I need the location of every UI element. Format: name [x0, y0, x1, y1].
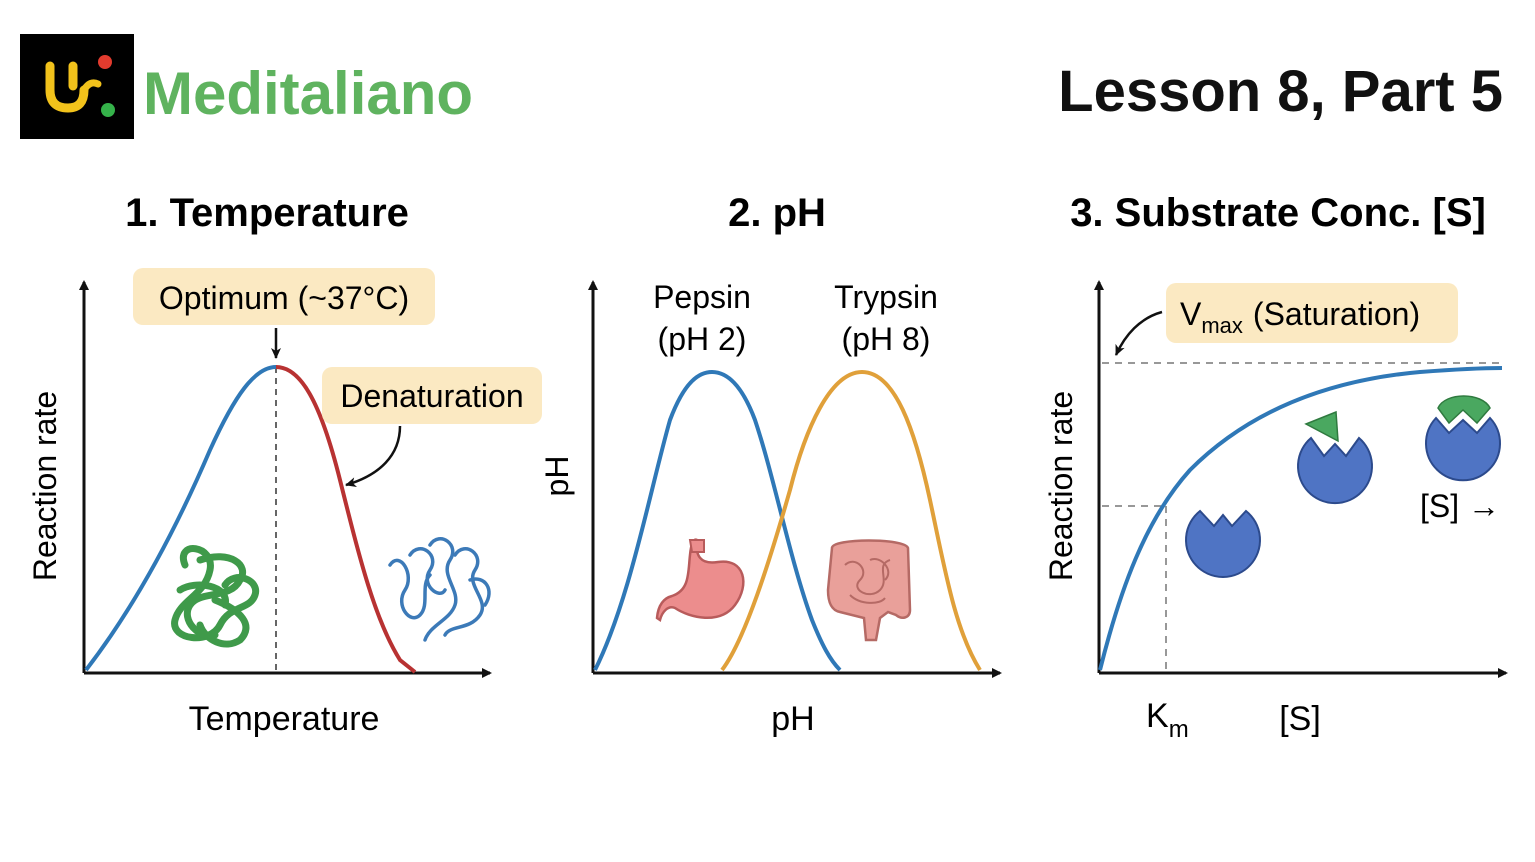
temperature-title: 1. Temperature: [125, 191, 409, 235]
temperature-x-label: Temperature: [189, 700, 380, 738]
enzyme-empty-icon: [1185, 509, 1261, 578]
unfolded-protein-icon: [388, 537, 491, 642]
logo[interactable]: [20, 34, 134, 139]
intestine-icon: [826, 539, 912, 642]
pepsin-ph: (pH 2): [658, 321, 747, 357]
trypsin-curve: [720, 369, 982, 672]
optimum-label: Optimum (~37°C): [159, 280, 409, 316]
km-main: K: [1146, 697, 1169, 735]
vmax-arrow: [1114, 310, 1163, 356]
vmax-label-box: Vmax (Saturation): [1166, 283, 1458, 343]
denaturation-label-box: Denaturation: [322, 367, 542, 424]
substrate-title: 3. Substrate Conc. [S]: [1070, 191, 1486, 235]
vmax-label: Vmax (Saturation): [1180, 296, 1420, 338]
stethoscope-icon: [45, 55, 115, 117]
ph-x-label: pH: [771, 700, 814, 738]
optimum-label-box: Optimum (~37°C): [133, 268, 435, 325]
denaturation-label: Denaturation: [340, 378, 523, 414]
trypsin-ph: (pH 8): [842, 321, 931, 357]
pepsin-name: Pepsin: [653, 279, 751, 315]
vmax-main: V: [1180, 296, 1202, 332]
vmax-sub: max: [1201, 313, 1243, 338]
pepsin-curve: [593, 369, 842, 672]
substrate-panel: 3. Substrate Conc. [S] Reaction rate Vma…: [1043, 191, 1508, 743]
vmax-rest: (Saturation): [1253, 296, 1420, 332]
lesson-title: Lesson 8, Part 5: [1058, 59, 1503, 124]
temperature-y-label: Reaction rate: [27, 391, 63, 581]
brand-name: Meditaliano: [143, 60, 473, 127]
substrate-increase-label: [S] →: [1420, 488, 1500, 524]
ph-y-label: pH: [539, 456, 575, 497]
denaturation-arrow: [345, 425, 402, 487]
substrate-y-label: Reaction rate: [1043, 391, 1079, 581]
stomach-icon: [655, 538, 745, 623]
temperature-rising-curve: [84, 365, 277, 672]
trypsin-name: Trypsin: [834, 279, 938, 315]
km-sub: m: [1169, 716, 1189, 743]
enzyme-substrate-complex-icon: [1425, 395, 1501, 482]
denaturation-curve: [275, 365, 417, 674]
michaelis-menten-curve: [1098, 366, 1503, 671]
ph-panel: 2. pH pH pH Pepsin (pH 2) Trypsin (pH 8): [539, 191, 1002, 738]
enzyme-substrate-approaching-icon: [1297, 410, 1373, 505]
km-label: Km: [1146, 697, 1189, 743]
folded-protein-icon: [171, 545, 260, 648]
temperature-panel: 1. Temperature Reaction rate Temperature…: [27, 191, 542, 738]
ph-title: 2. pH: [728, 191, 826, 235]
substrate-x-label: [S]: [1279, 700, 1321, 738]
